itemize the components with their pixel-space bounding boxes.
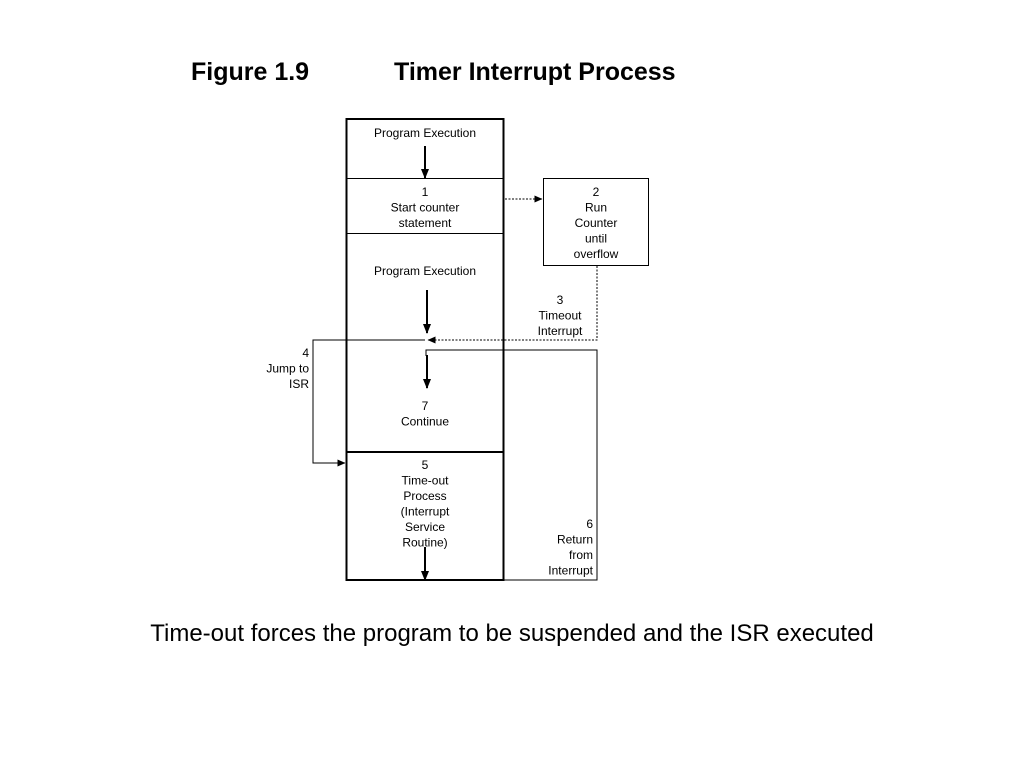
label-line: Interrupt [538,324,583,338]
label-line: 2 [593,185,600,199]
label-line: Service [405,520,445,534]
figure-title: Timer Interrupt Process [394,58,676,86]
arrow-timeout-interrupt [427,266,598,344]
label-line: Continue [401,415,449,429]
label-line: 7 [422,399,429,413]
figure-number: Figure 1.9 [191,58,310,86]
label-line: until [585,232,607,246]
label-line: 5 [422,458,429,472]
label-line: 6 [586,517,593,531]
label-line: Start counter [391,201,460,215]
label-line: Interrupt [548,564,593,578]
label-line: Counter [575,216,618,230]
label-line: Return [557,533,593,547]
program-execution-top-label: Program Execution [374,126,476,140]
label-line: from [569,548,593,562]
arrow-return-from-interrupt [425,349,598,581]
label-line: statement [399,216,452,230]
label-line: ISR [289,377,309,391]
label-line: Routine) [402,536,447,550]
run-counter-box [543,178,649,266]
caption: Time-out forces the program to be suspen… [150,620,874,647]
label-line: Run [585,201,607,215]
label-line: Process [403,489,446,503]
label-line: 1 [422,185,429,199]
program-execution-mid-label: Program Execution [374,264,476,278]
label-line: (Interrupt [401,505,450,519]
label-line: Timeout [539,309,583,323]
label-line: Program Execution [374,264,476,278]
label-line: 3 [557,293,564,307]
label-line: Time-out [402,474,450,488]
label-line: 4 [302,346,309,360]
label-line: Program Execution [374,126,476,140]
label-line: Jump to [266,362,309,376]
label-line: overflow [574,247,619,261]
arrow-jump-to-isr [312,339,425,467]
